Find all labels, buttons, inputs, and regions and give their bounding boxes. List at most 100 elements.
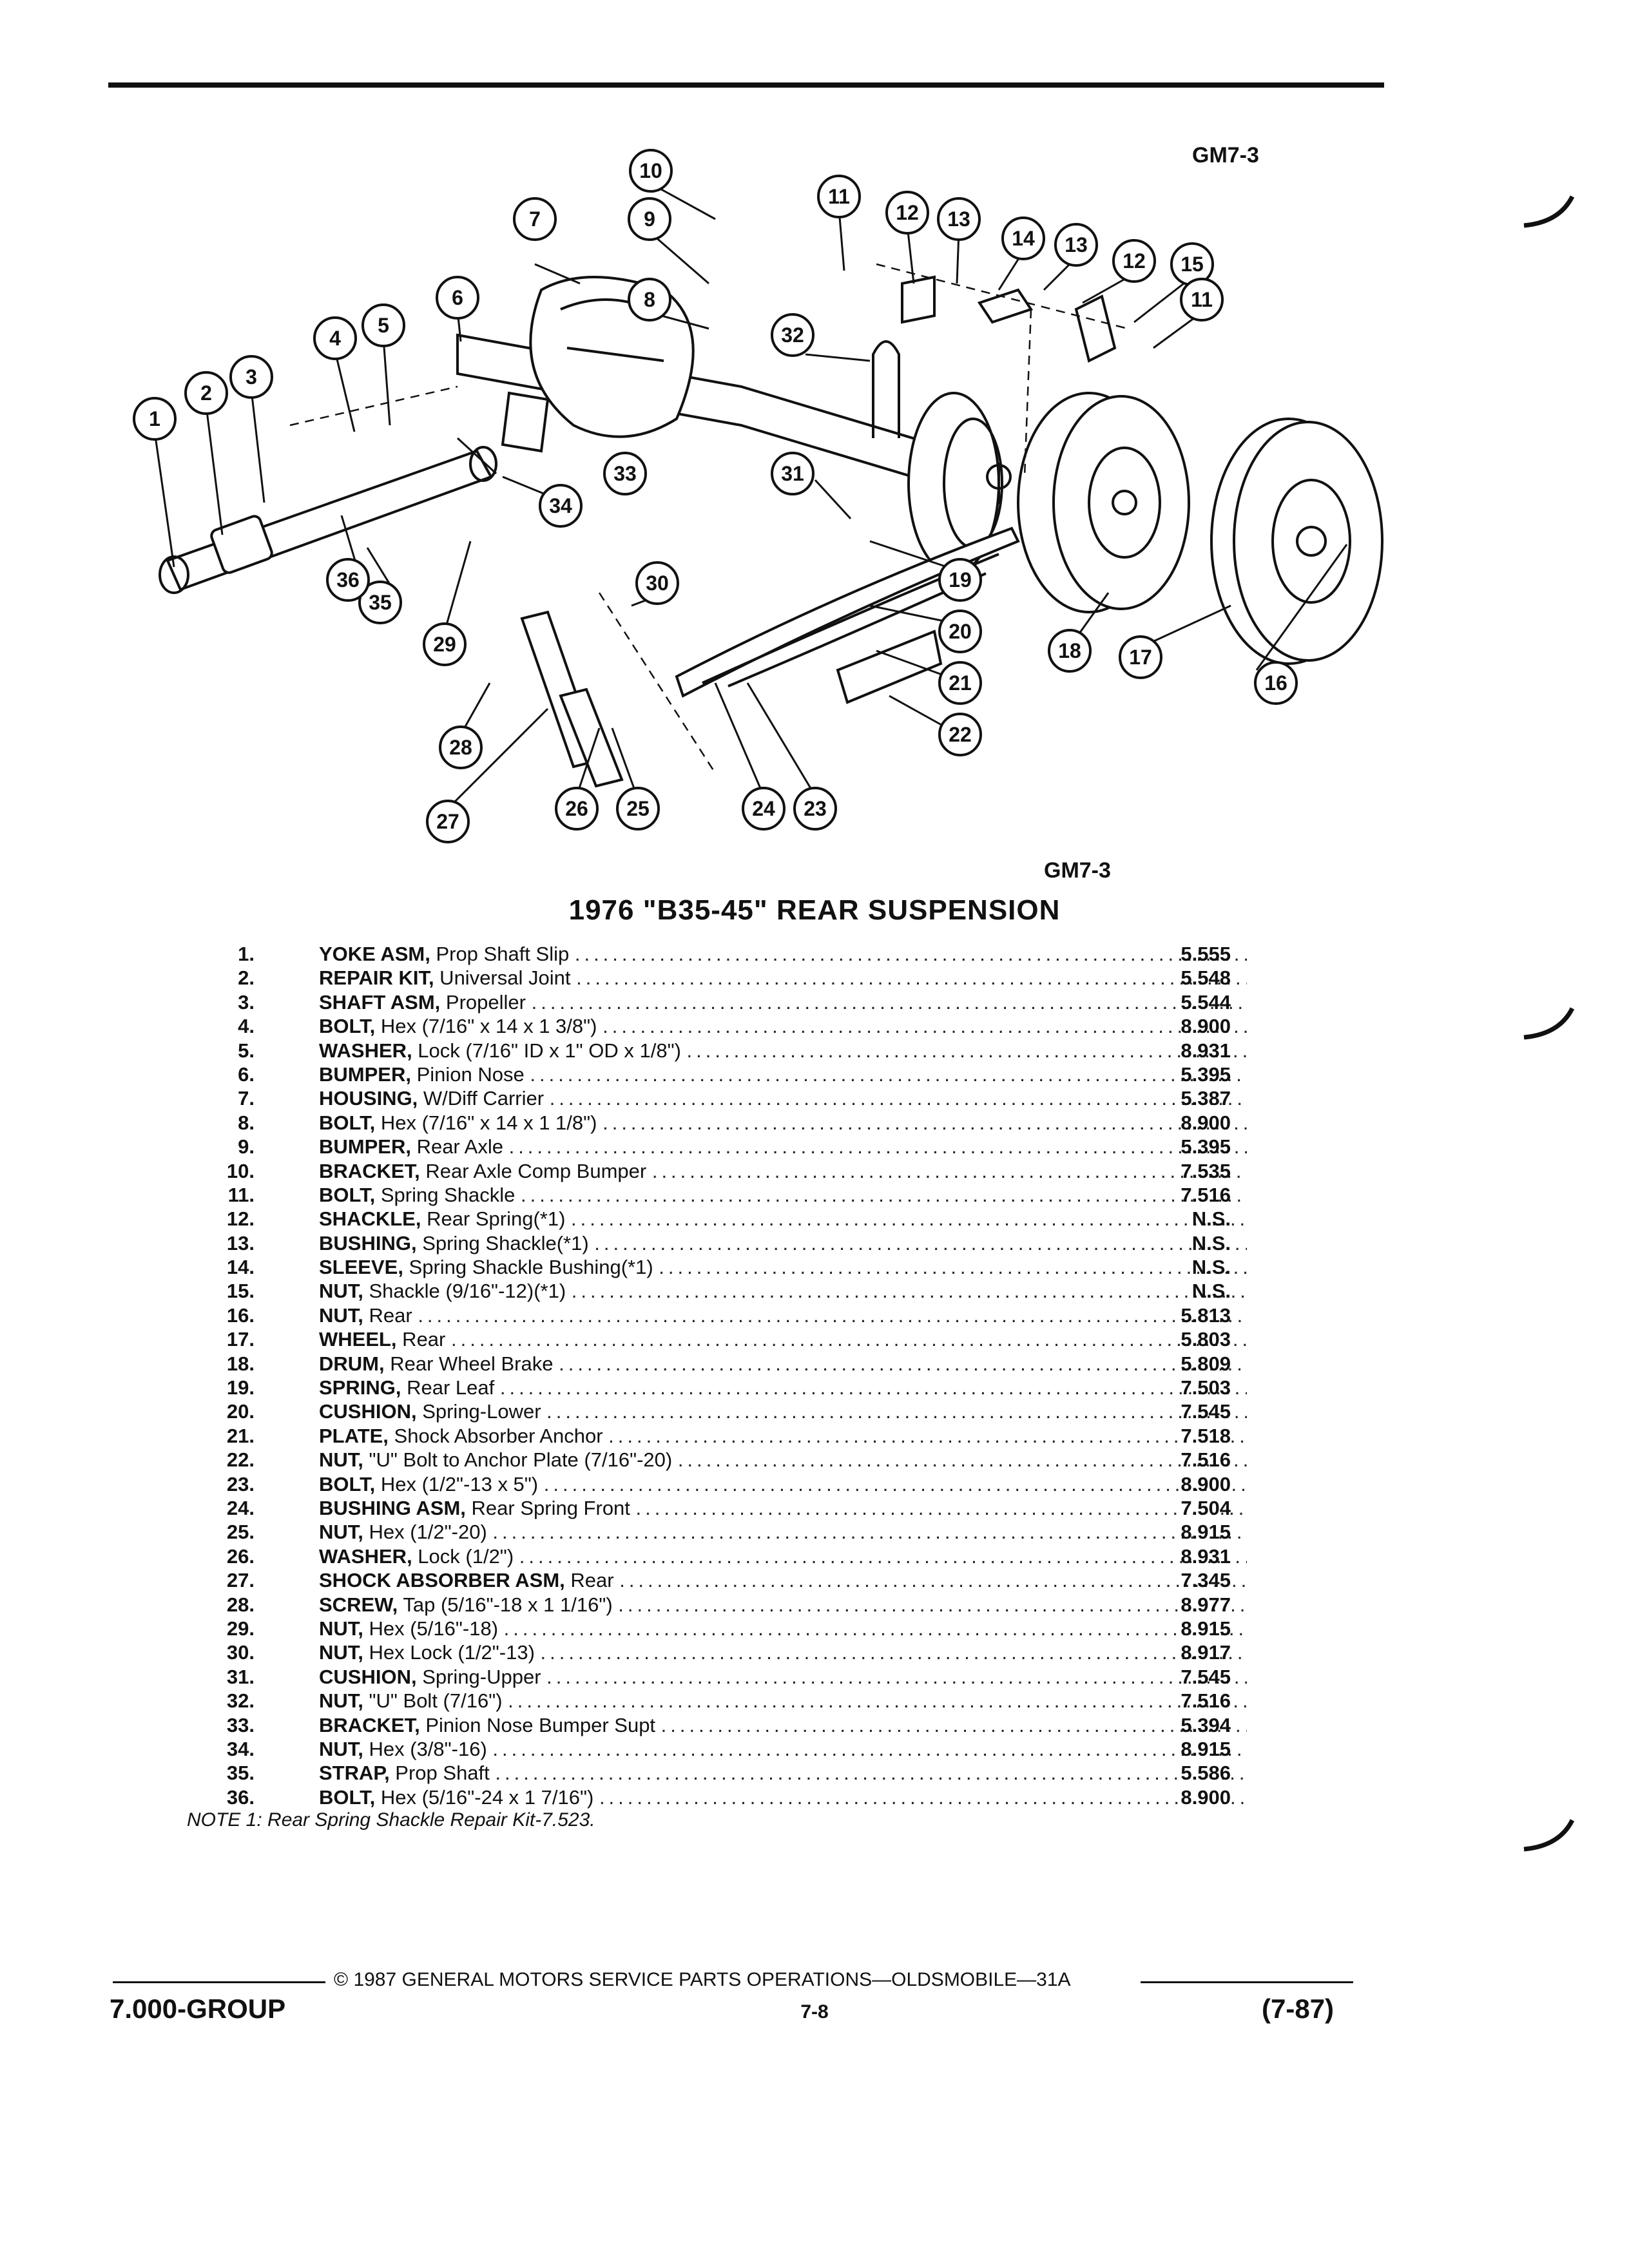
part-description: STRAP, Prop Shaft ......................… (319, 1761, 1247, 1785)
footnote: NOTE 1: Rear Spring Shackle Repair Kit-7… (187, 1809, 595, 1831)
part-detail: Spring Shackle(*1) (416, 1231, 595, 1254)
footer-rule-left (113, 1981, 325, 1983)
part-number: 25. (226, 1521, 255, 1544)
part-description: CUSHION, Spring-Lower ..................… (319, 1399, 1247, 1423)
callout-label: 29 (433, 633, 456, 656)
part-name: BRACKET, (319, 1159, 420, 1182)
callout-10: 10 (629, 149, 673, 193)
part-detail: "U" Bolt to Anchor Plate (7/16"-20) (363, 1448, 678, 1472)
part-catalog-number: 7.503 (1181, 1376, 1231, 1399)
part-detail: Pinion Nose Bumper Supt (419, 1713, 661, 1736)
callout-label: 21 (949, 671, 972, 695)
callout-label: 28 (449, 736, 472, 759)
leader-dots: ........................................… (520, 1183, 1247, 1206)
callout-26: 26 (555, 787, 599, 831)
part-description: NUT, Hex (5/16"-18) ....................… (319, 1617, 1247, 1640)
part-number: 31. (226, 1665, 255, 1688)
header-rule (108, 82, 1384, 88)
callout-13: 13 (1054, 223, 1098, 267)
part-number: 27. (226, 1569, 255, 1592)
part-number: 34. (226, 1737, 255, 1760)
parts-row: 13.BUSHING, Spring Shackle(*1) .........… (161, 1231, 1247, 1255)
binder-mark-3 (1523, 1819, 1575, 1852)
callout-12: 12 (885, 191, 929, 235)
callout-35: 35 (358, 581, 402, 624)
copyright-line: © 1987 GENERAL MOTORS SERVICE PARTS OPER… (334, 1969, 1071, 1990)
parts-row: 24.BUSHING ASM, Rear Spring Front ......… (161, 1496, 1247, 1520)
parts-row: 18.DRUM, Rear Wheel Brake ..............… (161, 1352, 1247, 1376)
part-catalog-number: N.S. (1191, 1231, 1231, 1254)
part-catalog-number: 5.395 (1181, 1135, 1231, 1158)
callout-2: 2 (184, 371, 228, 415)
part-number: 33. (226, 1713, 255, 1736)
callout-label: 30 (646, 572, 669, 595)
part-catalog-number: 8.900 (1181, 1785, 1231, 1809)
callout-label: 19 (949, 568, 972, 591)
callout-label: 18 (1058, 639, 1081, 662)
parts-row: 6.BUMPER, Pinion Nose ..................… (161, 1062, 1247, 1086)
part-catalog-number: 7.516 (1181, 1183, 1231, 1206)
callout-4: 4 (313, 316, 357, 360)
shock-absorber (520, 610, 624, 788)
part-name: NUT, (319, 1641, 363, 1664)
part-name: SLEEVE, (319, 1256, 403, 1279)
part-number: 10. (226, 1159, 255, 1182)
callout-label: 32 (781, 323, 804, 347)
leader-dots: ........................................… (499, 1376, 1247, 1399)
part-catalog-number: 7.545 (1181, 1400, 1231, 1423)
part-name: YOKE ASM, (319, 943, 430, 965)
part-name: PLATE, (319, 1424, 389, 1447)
part-description: SHACKLE, Rear Spring(*1) ...............… (319, 1207, 1247, 1231)
callout-5: 5 (361, 303, 405, 347)
part-number: 3. (238, 990, 255, 1014)
parts-row: 11.BOLT, Spring Shackle ................… (161, 1183, 1247, 1207)
part-number: 9. (238, 1135, 255, 1158)
part-number: 12. (226, 1207, 255, 1231)
callout-29: 29 (423, 622, 467, 666)
parts-row: 10.BRACKET, Rear Axle Comp Bumper ......… (161, 1159, 1247, 1183)
callout-8: 8 (628, 278, 671, 322)
part-detail: Rear Spring Front (465, 1496, 636, 1519)
part-detail: Tap (5/16"-18 x 1 1/16") (398, 1593, 619, 1616)
part-detail: W/Diff Carrier (418, 1087, 550, 1110)
part-detail: Pinion Nose (410, 1062, 530, 1086)
callout-label: 22 (949, 723, 972, 746)
leader-dots: ........................................… (618, 1593, 1247, 1616)
part-catalog-number: 5.544 (1181, 990, 1231, 1014)
parts-row: 7.HOUSING, W/Diff Carrier ..............… (161, 1086, 1247, 1110)
part-detail: Hex Lock (1/2"-13) (363, 1641, 541, 1664)
part-description: NUT, Rear ..............................… (319, 1303, 1247, 1327)
part-detail: Spring Shackle Bushing(*1) (403, 1256, 659, 1279)
leader-dots: ........................................… (571, 1207, 1247, 1231)
part-description: PLATE, Shock Absorber Anchor ...........… (319, 1424, 1247, 1448)
part-catalog-number: 5.586 (1181, 1762, 1231, 1785)
callout-label: 31 (781, 462, 804, 485)
leader-dots: ........................................… (492, 1737, 1247, 1760)
part-description: DRUM, Rear Wheel Brake .................… (319, 1352, 1247, 1376)
callout-label: 7 (529, 207, 541, 231)
callout-label: 33 (613, 462, 637, 485)
parts-row: 4.BOLT, Hex (7/16" x 14 x 1 3/8") ......… (161, 1014, 1247, 1038)
leader-dots: ........................................… (540, 1641, 1247, 1664)
parts-row: 36.BOLT, Hex (5/16"-24 x 1 7/16") ......… (161, 1785, 1247, 1809)
page-title: 1976 "B35-45" REAR SUSPENSION (568, 894, 1061, 926)
part-detail: Spring-Lower (416, 1400, 547, 1423)
leader-dots: ........................................… (576, 966, 1247, 990)
part-catalog-number: N.S. (1191, 1207, 1231, 1231)
part-detail: Hex (1/2"-13 x 5") (375, 1472, 544, 1495)
leader-dots: ........................................… (495, 1762, 1247, 1785)
part-catalog-number: 8.915 (1181, 1617, 1231, 1640)
part-detail: Hex (7/16" x 14 x 1 1/8") (375, 1111, 603, 1134)
callout-label: 27 (436, 810, 459, 833)
part-catalog-number: 5.813 (1181, 1303, 1231, 1327)
part-number: 29. (226, 1617, 255, 1640)
part-name: WASHER, (319, 1039, 412, 1062)
part-name: DRUM, (319, 1352, 385, 1375)
callout-30: 30 (635, 561, 679, 605)
parts-row: 3.SHAFT ASM, Propeller .................… (161, 990, 1247, 1014)
callout-11: 11 (1180, 278, 1224, 322)
part-detail: Rear (363, 1303, 418, 1327)
leader-dots: ........................................… (508, 1689, 1247, 1713)
part-detail: Prop Shaft Slip (430, 943, 575, 965)
part-description: BOLT, Hex (7/16" x 14 x 1 1/8") ........… (319, 1111, 1247, 1135)
